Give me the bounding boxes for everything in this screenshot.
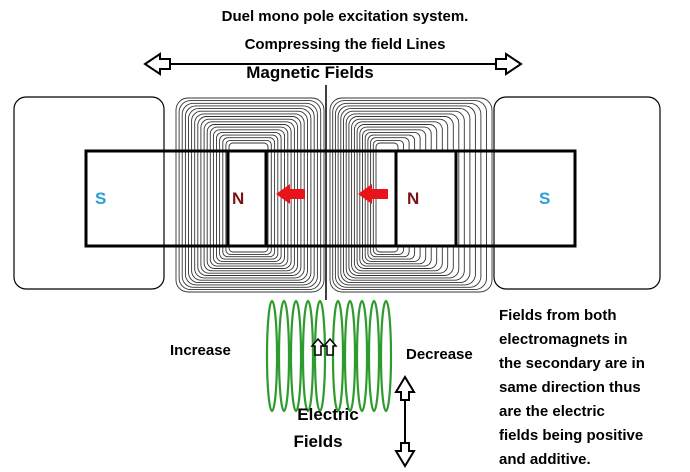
left-field-lines xyxy=(175,97,325,293)
electric-label-line-1: Electric xyxy=(297,405,359,424)
explanation-line: same direction thus xyxy=(499,379,641,396)
left-s-block xyxy=(13,96,165,290)
increase-label: Increase xyxy=(170,342,231,359)
explanation-text: Fields from both electromagnets in the s… xyxy=(499,304,689,472)
explanation-line: are the electric xyxy=(499,403,605,420)
left-n-pole-label: N xyxy=(232,189,245,208)
red-field-arrow-icon xyxy=(276,184,305,204)
coil-loop xyxy=(367,299,381,413)
coil-loop xyxy=(379,299,393,413)
coil-loop xyxy=(289,299,303,413)
coil-loop xyxy=(343,299,357,413)
double-headed-vertical-arrow-icon xyxy=(394,375,416,468)
field-line xyxy=(184,105,315,286)
explanation-line: fields being positive xyxy=(499,427,644,444)
left-s-pole-label: S xyxy=(95,189,107,208)
left-n-magnet xyxy=(226,149,268,248)
title-line-1: Duel mono pole excitation system. xyxy=(221,8,469,25)
coil-loop xyxy=(301,299,315,413)
coil-loop xyxy=(265,299,279,413)
double-headed-horizontal-arrow-icon xyxy=(143,52,523,76)
field-line xyxy=(343,110,465,281)
field-line xyxy=(178,100,322,291)
explanation-line: electromagnets in xyxy=(499,331,628,348)
field-line xyxy=(181,102,318,288)
field-line xyxy=(332,100,487,291)
core-bar xyxy=(84,149,577,248)
field-line xyxy=(329,97,493,293)
coil-loop xyxy=(313,299,327,413)
right-n-pole-label: N xyxy=(407,189,420,208)
field-line xyxy=(334,102,482,288)
field-line xyxy=(175,97,325,293)
up-arrows-icon xyxy=(310,337,338,356)
right-n-magnet xyxy=(394,149,458,248)
coil-loop xyxy=(331,299,345,413)
red-field-arrow-icon xyxy=(358,184,388,204)
decrease-label: Decrease xyxy=(406,346,473,363)
right-s-pole-label: S xyxy=(539,189,551,208)
electric-label-line-2: Fields xyxy=(293,432,343,451)
explanation-line: Fields from both xyxy=(499,307,617,324)
field-line xyxy=(340,108,471,284)
coil-loop xyxy=(355,299,369,413)
explanation-line: and additive. xyxy=(499,451,591,468)
magnetic-fields-label: Magnetic Fields xyxy=(246,63,374,82)
field-line xyxy=(345,113,460,279)
field-line xyxy=(188,108,312,284)
field-line xyxy=(219,134,279,260)
field-line xyxy=(222,137,276,258)
explanation-line: the secondary are in xyxy=(499,355,645,372)
field-line xyxy=(225,139,272,255)
electric-field-coils xyxy=(265,299,393,413)
field-line xyxy=(337,105,476,286)
title-line-2: Compressing the field Lines xyxy=(244,36,446,53)
right-s-block xyxy=(493,96,661,290)
coil-loop xyxy=(277,299,291,413)
field-line xyxy=(191,110,308,281)
